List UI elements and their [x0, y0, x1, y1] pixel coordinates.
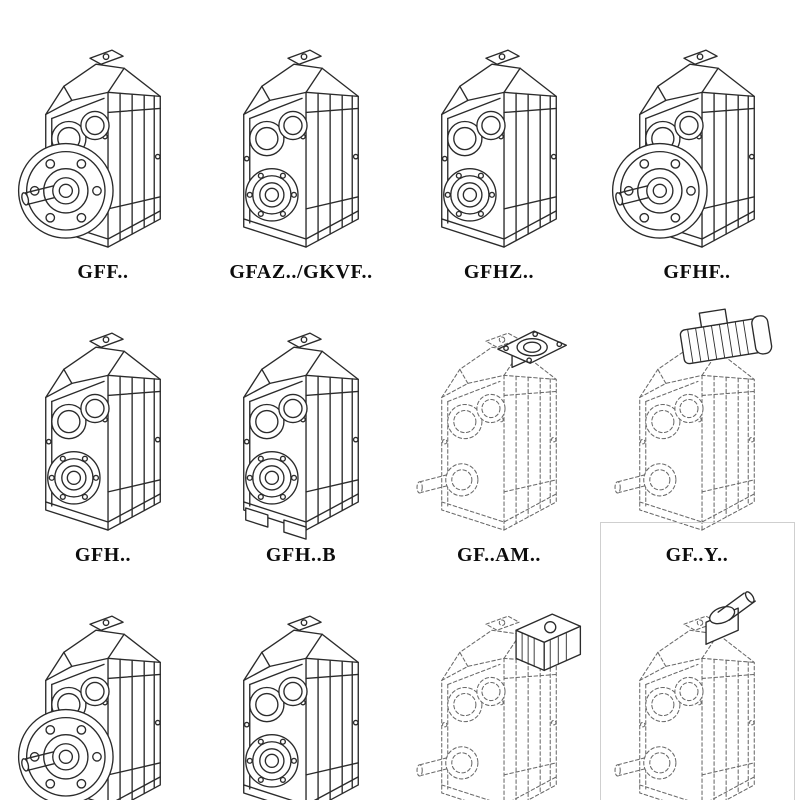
gearbox-drawing-flange	[600, 14, 794, 259]
product-label: GFH..B	[265, 544, 337, 567]
gearbox-drawing-shaft-mounted	[204, 580, 398, 800]
gearbox-drawing-shaft-mounted	[204, 14, 398, 259]
gearbox-drawing-with-motor	[600, 297, 794, 542]
catalog-item: GFHF..	[598, 8, 796, 291]
catalog-item: GFH..B	[202, 291, 400, 574]
gearbox-drawing-iec-adapter	[402, 297, 596, 542]
gearbox-drawing-flange	[6, 14, 200, 259]
catalog-item: GFHZ..	[400, 8, 598, 291]
catalog-item: GFF..	[4, 8, 202, 291]
catalog-item: GFA../GFV..	[202, 574, 400, 800]
gearbox-drawing-hollow-shaft	[6, 297, 200, 542]
gearbox-drawing-flange	[6, 580, 200, 800]
catalog-item: GFH..	[4, 291, 202, 574]
gearbox-drawing-hollow-shaft	[402, 14, 596, 259]
catalog-item: GFAF../GFVF..	[4, 574, 202, 800]
catalog-item: GF..GRF..	[400, 574, 598, 800]
product-label: GFF..	[77, 261, 129, 284]
catalog-item: GF..AM..	[400, 291, 598, 574]
product-label: GFHZ..	[463, 261, 535, 284]
catalog-item: GFAZ../GKVF..	[202, 8, 400, 291]
catalog-item: GF..AD..	[598, 522, 796, 800]
product-label: GF..Y..	[665, 544, 729, 567]
catalog-item: GF..Y..	[598, 291, 796, 574]
product-label: GFHF..	[663, 261, 731, 284]
product-label: GFH..	[74, 544, 132, 567]
product-label: GF..AM..	[456, 544, 542, 567]
gearbox-drawing-input-shaft-adapter	[600, 580, 794, 800]
product-label: GFAZ../GKVF..	[229, 261, 373, 284]
gearbox-drawing-hollow-shaft-foot	[204, 297, 398, 542]
gearbox-drawing-grf-adapter	[402, 580, 596, 800]
